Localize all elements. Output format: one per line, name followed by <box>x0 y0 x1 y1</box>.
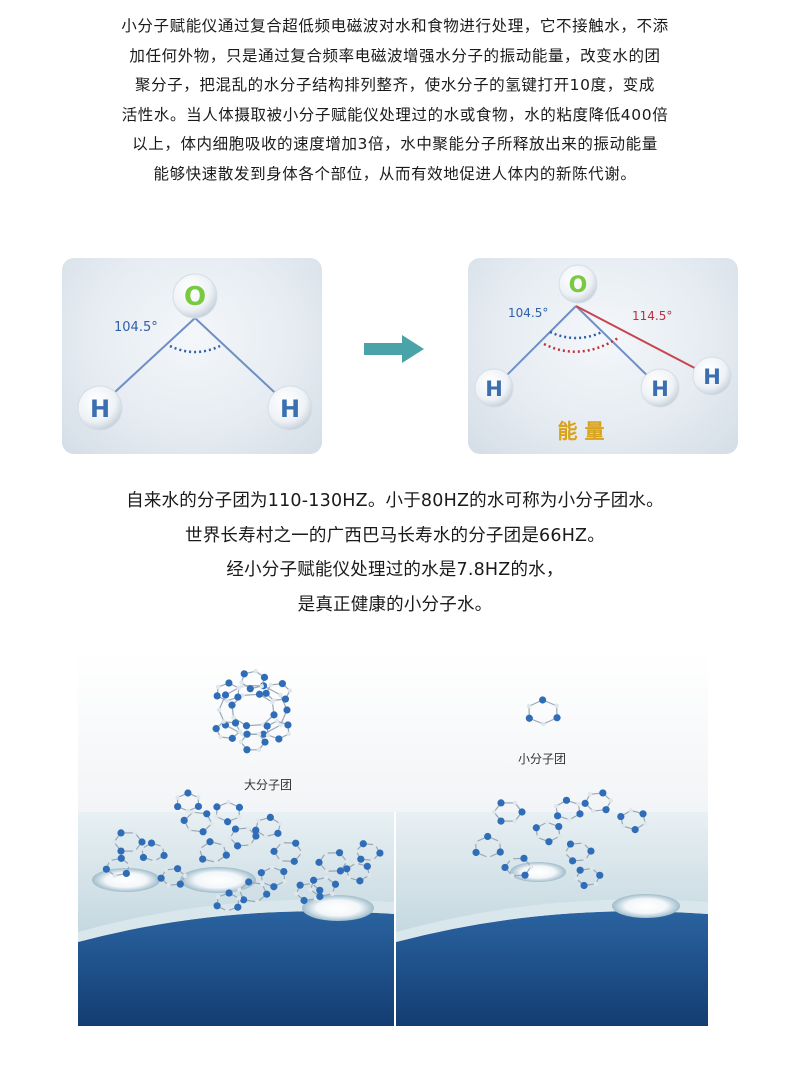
water-molecule-after-diagram: O H H H 104.5° 114.5° 能 量 <box>468 258 738 454</box>
water-molecule-before-diagram: O H H 104.5° <box>62 258 322 454</box>
large-cluster-ring <box>174 789 203 814</box>
small-cluster-ring <box>574 866 604 890</box>
hydrogen-atom-right: H <box>280 395 300 423</box>
angle-label: 104.5° <box>114 320 158 335</box>
fact-line: 世界长寿村之一的广西巴马长寿水的分子团是66HZ。 <box>185 525 605 546</box>
fact-line: 经小分子赋能仪处理过的水是7.8HZ的水， <box>226 560 564 580</box>
large-cluster-ring <box>157 865 188 888</box>
large-cluster-ring <box>237 878 271 905</box>
angle-arc <box>169 344 221 354</box>
large-cluster-ring <box>343 860 372 885</box>
large-cluster-ring <box>294 881 324 905</box>
hydrogen-atom-right: H <box>703 365 721 389</box>
large-cluster-ring <box>239 669 269 693</box>
large-cluster-ring <box>252 813 283 839</box>
small-cluster-ring <box>491 799 526 825</box>
fact-line: 自来水的分子团为110-130HZ。小于80HZ的水可称为小分子团水。 <box>126 491 664 511</box>
bond-right <box>194 317 288 405</box>
energy-label: 能 量 <box>558 419 605 443</box>
large-cluster-ring <box>227 825 260 850</box>
large-cluster-ring <box>139 839 168 864</box>
small-cluster-ring <box>501 854 534 879</box>
large-cluster-ring <box>213 679 242 704</box>
large-cluster-ring <box>228 690 278 730</box>
large-cluster-ring <box>353 840 384 863</box>
arrow-right-icon <box>364 335 424 363</box>
large-cluster-ring <box>238 730 269 754</box>
large-cluster-ring <box>263 718 292 743</box>
large-cluster-ring <box>213 889 242 914</box>
facts-text: 自来水的分子团为110-130HZ。小于80HZ的水可称为小分子团水。 世界长寿… <box>60 484 730 622</box>
large-cluster-label: 大分子团 <box>244 778 293 792</box>
large-cluster-ring <box>197 838 230 865</box>
intro-line: 聚分子，把混乱的水分子结构排列整齐，使水分子的氢键打开10度，变成 <box>134 76 656 94</box>
angle-label-original: 104.5° <box>508 306 548 320</box>
small-cluster-ring <box>553 796 584 822</box>
large-cluster-ring <box>262 680 293 703</box>
bond-left <box>495 305 577 387</box>
large-cluster-ring <box>102 854 132 878</box>
large-cluster-ring <box>308 875 340 901</box>
bond-right-shifted <box>575 305 711 377</box>
small-cluster-ring <box>525 696 561 727</box>
small-cluster-ring <box>562 840 595 865</box>
angle-label-new: 114.5° <box>632 309 672 323</box>
small-cluster-ring <box>581 789 614 814</box>
large-cluster-ring <box>315 849 350 875</box>
large-cluster-ring <box>213 800 244 826</box>
hydrogen-atom-left: H <box>90 395 110 423</box>
hydrogen-atom-left: H <box>485 377 503 401</box>
large-cluster-ring <box>270 839 305 865</box>
water-deep-right <box>396 911 708 1026</box>
intro-line: 活性水。当人体摄取被小分子赋能仪处理过的水或食物，水的粘度降低400倍 <box>121 105 669 124</box>
bond-mid <box>575 305 659 387</box>
small-cluster-ring <box>472 832 504 860</box>
intro-paragraph: 小分子赋能仪通过复合超低频电磁波对水和食物进行处理，它不接触水，不添 加任何外物… <box>88 12 702 189</box>
large-cluster-ring <box>111 829 146 855</box>
angle-arc-new <box>543 336 619 353</box>
small-cluster-label: 小分子团 <box>518 752 567 766</box>
intro-line: 能够快速散发到身体各个部位，从而有效地促进人体内的新陈代谢。 <box>153 164 637 183</box>
oxygen-atom: O <box>184 282 206 312</box>
small-cluster-ring <box>532 820 563 846</box>
fact-line: 是真正健康的小分子水。 <box>297 594 493 615</box>
large-cluster-ring <box>212 719 243 742</box>
large-cluster-ring <box>180 810 215 836</box>
intro-line: 加任何外物，只是通过复合频率电磁波增强水分子的振动能量，改变水的团 <box>129 46 661 65</box>
oxygen-atom: O <box>569 273 588 298</box>
large-cluster-ring <box>216 682 291 738</box>
small-cluster-ring <box>617 808 648 834</box>
bond-left <box>101 317 196 405</box>
hydrogen-atom-mid: H <box>651 377 669 401</box>
angle-arc-original <box>549 330 603 340</box>
water-deep-left <box>78 911 394 1026</box>
intro-line: 以上，体内细胞吸收的速度增加3倍，水中聚能分子所释放出来的振动能量 <box>132 135 658 153</box>
molecule-cluster-illustration: 大分子团 小分子团 <box>78 652 708 1026</box>
intro-line: 小分子赋能仪通过复合超低频电磁波对水和食物进行处理，它不接触水，不添 <box>121 17 669 35</box>
